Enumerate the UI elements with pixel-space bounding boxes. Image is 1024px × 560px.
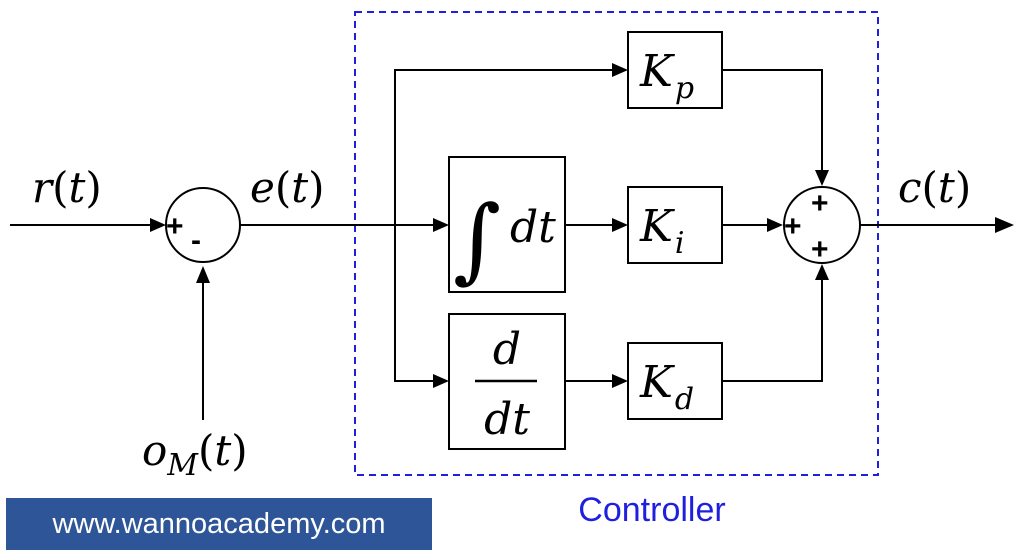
arrowhead-into-kp — [612, 63, 628, 77]
integral-block-frame — [448, 156, 566, 293]
integral-variable: dt — [510, 202, 556, 253]
integral-block: ∫ dt — [448, 156, 566, 293]
sum2-plus-top-sign: + — [811, 187, 829, 220]
controller-label: Controller — [578, 491, 725, 529]
arrowhead-into-sum1 — [150, 218, 166, 232]
arrowhead-output — [995, 217, 1014, 233]
derivative-branch-wire — [394, 225, 433, 382]
kd-to-sum-wire — [722, 280, 823, 382]
arrowhead-kp-into-sum2 — [815, 170, 829, 186]
kd-label: Kd — [639, 357, 694, 417]
website-badge: www.wannoacademy.com — [52, 507, 386, 540]
summing-junction-2-circle — [783, 186, 861, 264]
sum1-plus-sign: + — [166, 210, 184, 243]
sum2-plus-left-sign: + — [784, 210, 802, 243]
sum2-plus-bottom-sign: + — [811, 233, 829, 266]
kd-gain-block: Kd — [627, 342, 723, 420]
arrowhead-ki-into-sum2 — [767, 218, 783, 232]
derivative-denominator: dt — [484, 394, 530, 445]
arrowhead-feedback — [196, 266, 210, 283]
arrowhead-into-ki — [612, 218, 628, 232]
ki-block-frame — [627, 186, 723, 264]
error-signal-label: e(t) — [250, 163, 325, 212]
output-signal-label: c(t) — [898, 163, 971, 212]
arrowhead-kd-into-sum2 — [815, 264, 829, 280]
summing-junction-1-circle — [165, 187, 241, 263]
ki-gain-block: Ki — [627, 186, 723, 264]
derivative-block-frame — [448, 313, 566, 450]
kp-label: Kp — [639, 46, 694, 106]
controller-boundary — [354, 11, 879, 476]
kp-gain-block: Kp — [627, 31, 723, 109]
arrowhead-into-integral — [433, 218, 449, 232]
arrowhead-into-kd — [612, 374, 628, 388]
ki-label: Ki — [639, 201, 684, 261]
derivative-numerator: d — [493, 324, 521, 375]
sum1-minus-sign: - — [191, 224, 201, 257]
arrowhead-into-derivative — [433, 374, 449, 388]
proportional-branch-wire — [394, 69, 612, 225]
measured-signal-label: oM(t) — [142, 426, 248, 483]
reference-signal-label: r(t) — [32, 163, 102, 212]
derivative-block: d dt — [448, 313, 566, 450]
signal-wires — [10, 69, 995, 420]
arrowheads — [150, 63, 1014, 388]
summing-junction-output: + + + — [783, 186, 861, 266]
kp-to-sum-wire — [722, 69, 823, 170]
integral-symbol: ∫ — [453, 186, 501, 293]
kp-block-frame — [627, 31, 723, 109]
kd-block-frame — [627, 342, 723, 420]
summing-junction-error: + - — [165, 187, 241, 263]
website-badge-background — [6, 498, 432, 550]
